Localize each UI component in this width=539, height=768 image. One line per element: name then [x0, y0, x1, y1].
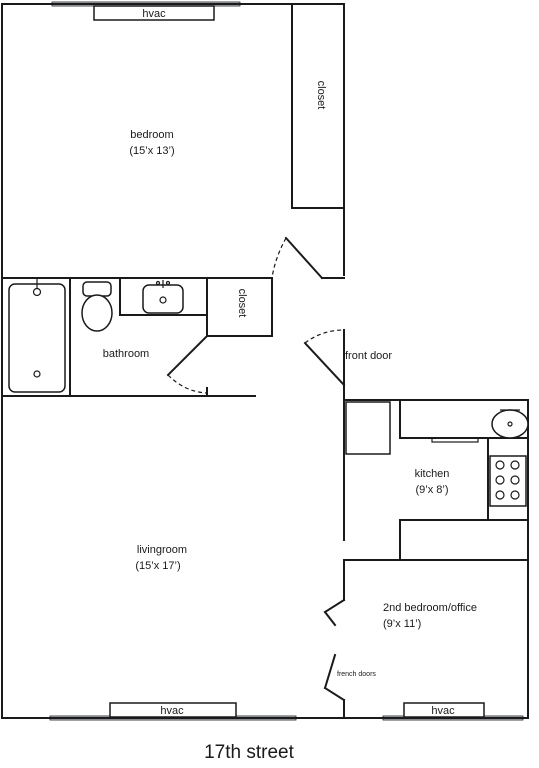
hallway	[271, 236, 346, 387]
bathtub	[8, 279, 66, 393]
hvac-units	[93, 5, 485, 718]
toilet	[81, 281, 113, 332]
kitchen-fixtures	[343, 399, 529, 561]
livingroom-dim-label: (15’x 17’)	[135, 560, 180, 572]
kitchen-dim-label: (9’x 8’)	[415, 484, 448, 496]
french-doors-label: french doors	[337, 671, 376, 678]
bedroom-name-label: bedroom	[130, 129, 173, 141]
hvac-office-label: hvac	[431, 705, 455, 717]
bathroom-sink	[142, 280, 184, 314]
french-doors	[323, 598, 346, 702]
bathroom-walls	[1, 277, 273, 397]
bedroom-closet-label: closet	[315, 81, 327, 110]
livingroom-name-label: livingroom	[137, 544, 187, 556]
street-label: 17th street	[204, 742, 294, 763]
bathroom-label: bathroom	[103, 348, 149, 360]
bedroom-dim-label: (15’x 13’)	[129, 145, 174, 157]
hvac-living-label: hvac	[160, 705, 184, 717]
office-name-label: 2nd bedroom/office	[383, 602, 477, 614]
hvac-top-label: hvac	[142, 8, 166, 20]
exterior-walls	[1, 3, 529, 719]
kitchen-name-label: kitchen	[415, 468, 450, 480]
bathroom-closet-label: closet	[236, 289, 248, 318]
front-door-label: front door	[345, 350, 392, 362]
bedroom-closet	[291, 3, 345, 209]
office-dim-label: (9’x 11’)	[383, 618, 421, 630]
